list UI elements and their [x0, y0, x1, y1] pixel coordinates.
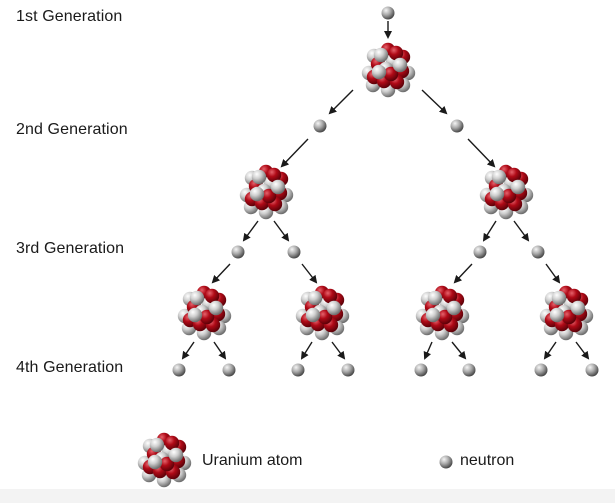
uranium-atom-gen2-right	[479, 164, 534, 220]
neutron-gen2-left	[313, 119, 327, 133]
arrow-gen2-l-l	[242, 220, 259, 242]
neutron-gen4-4	[341, 363, 355, 377]
arrow-gen3-2-in	[301, 263, 318, 284]
arrow-gen1-left	[328, 89, 354, 115]
arrow-gen3-2-r	[331, 341, 346, 360]
neutron-gen4-6	[462, 363, 476, 377]
legend-neutron-label: neutron	[460, 452, 515, 469]
label-3rd-generation: 3rd Generation	[16, 240, 125, 257]
neutron-gen3-2	[287, 245, 301, 259]
uranium-atom-gen3-3	[415, 285, 470, 341]
neutron-gen4-2	[222, 363, 236, 377]
arrow-gen3-3-l	[423, 341, 433, 360]
neutron-gen1	[381, 6, 395, 20]
arrow-gen2-right-in	[467, 138, 496, 168]
arrow-gen3-4-r	[575, 341, 590, 360]
bottom-strip	[0, 489, 615, 503]
arrow-gen2-r-l	[482, 220, 497, 242]
neutron-gen4-1	[172, 363, 186, 377]
neutron-gen3-3	[473, 245, 487, 259]
arrow-gen2-left-in	[280, 138, 309, 168]
neutron-gen3-4	[531, 245, 545, 259]
legend-neutron-icon	[439, 455, 453, 469]
arrow-gen3-3-in	[453, 263, 473, 284]
arrow-gen1-right	[421, 89, 448, 115]
neutron-gen2-right	[450, 119, 464, 133]
arrow-gen3-4-l	[543, 341, 557, 360]
uranium-atom-gen3-1	[177, 285, 232, 341]
neutron-gen4-5	[414, 363, 428, 377]
arrow-gen3-1-l	[181, 341, 195, 360]
neutron-gen4-3	[291, 363, 305, 377]
uranium-atom-gen1	[361, 42, 416, 98]
arrow-gen2-l-r	[273, 220, 290, 242]
neutron-gen3-1	[231, 245, 245, 259]
arrow-gen3-1-r	[213, 341, 227, 360]
arrow-gen2-r-r	[513, 220, 530, 242]
uranium-atom-gen2-left	[239, 164, 294, 220]
uranium-atom-gen3-2	[295, 285, 350, 341]
label-2nd-generation: 2nd Generation	[16, 121, 128, 138]
legend-uranium-atom-icon	[137, 432, 192, 488]
label-1st-generation: 1st Generation	[16, 8, 123, 25]
arrow-gen3-2-l	[300, 341, 313, 360]
neutron-gen4-7	[534, 363, 548, 377]
arrow-gen3-3-r	[451, 341, 467, 360]
legend-uranium-label: Uranium atom	[202, 452, 303, 469]
arrow-gen3-1-in	[211, 263, 231, 284]
uranium-atom-gen3-4	[539, 285, 594, 341]
neutron-gen4-8	[585, 363, 599, 377]
arrow-gen3-4-in	[545, 263, 561, 284]
label-4th-generation: 4th Generation	[16, 359, 124, 376]
